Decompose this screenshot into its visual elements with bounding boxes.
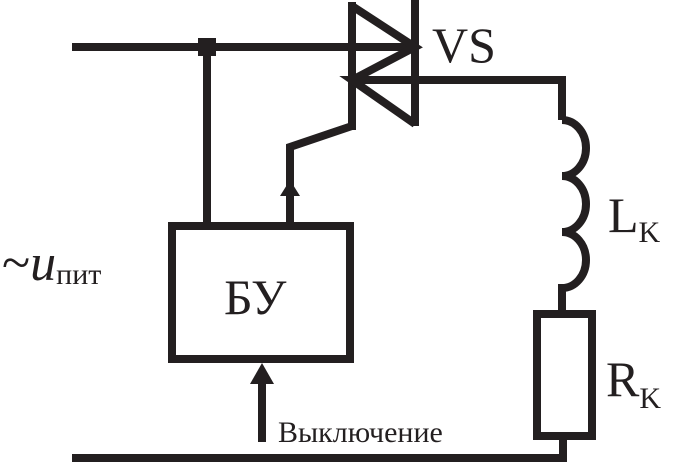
resistor-body bbox=[533, 310, 596, 440]
triac-forward-triangle bbox=[349, 2, 423, 84]
supply-label-sub: пит bbox=[56, 258, 101, 291]
inductor-label-sub: K bbox=[639, 216, 661, 249]
inductor-coil bbox=[558, 116, 590, 312]
control-unit-box bbox=[168, 222, 354, 363]
gate-wire bbox=[286, 122, 354, 222]
control-unit-label: БУ bbox=[224, 269, 287, 325]
off-command-label: Выключение bbox=[278, 416, 443, 449]
load-wire bbox=[415, 76, 566, 120]
inductor-label: LK bbox=[608, 187, 661, 249]
inductor-label-main: L bbox=[608, 187, 639, 243]
resistor-label-sub: K bbox=[639, 382, 661, 415]
supply-wire-bottom bbox=[72, 436, 567, 462]
gate-arrow-icon bbox=[280, 180, 300, 196]
off-arrow-icon bbox=[250, 363, 274, 384]
supply-label-main: u bbox=[30, 235, 56, 292]
triac-reverse-triangle bbox=[339, 76, 418, 128]
resistor-label: RK bbox=[606, 351, 661, 415]
supply-label: ~uпит bbox=[2, 235, 101, 292]
resistor-label-main: R bbox=[606, 351, 640, 407]
ac-symbol: ~ bbox=[2, 235, 30, 292]
junction-dot bbox=[198, 38, 216, 56]
triac-label: VS bbox=[432, 17, 496, 73]
